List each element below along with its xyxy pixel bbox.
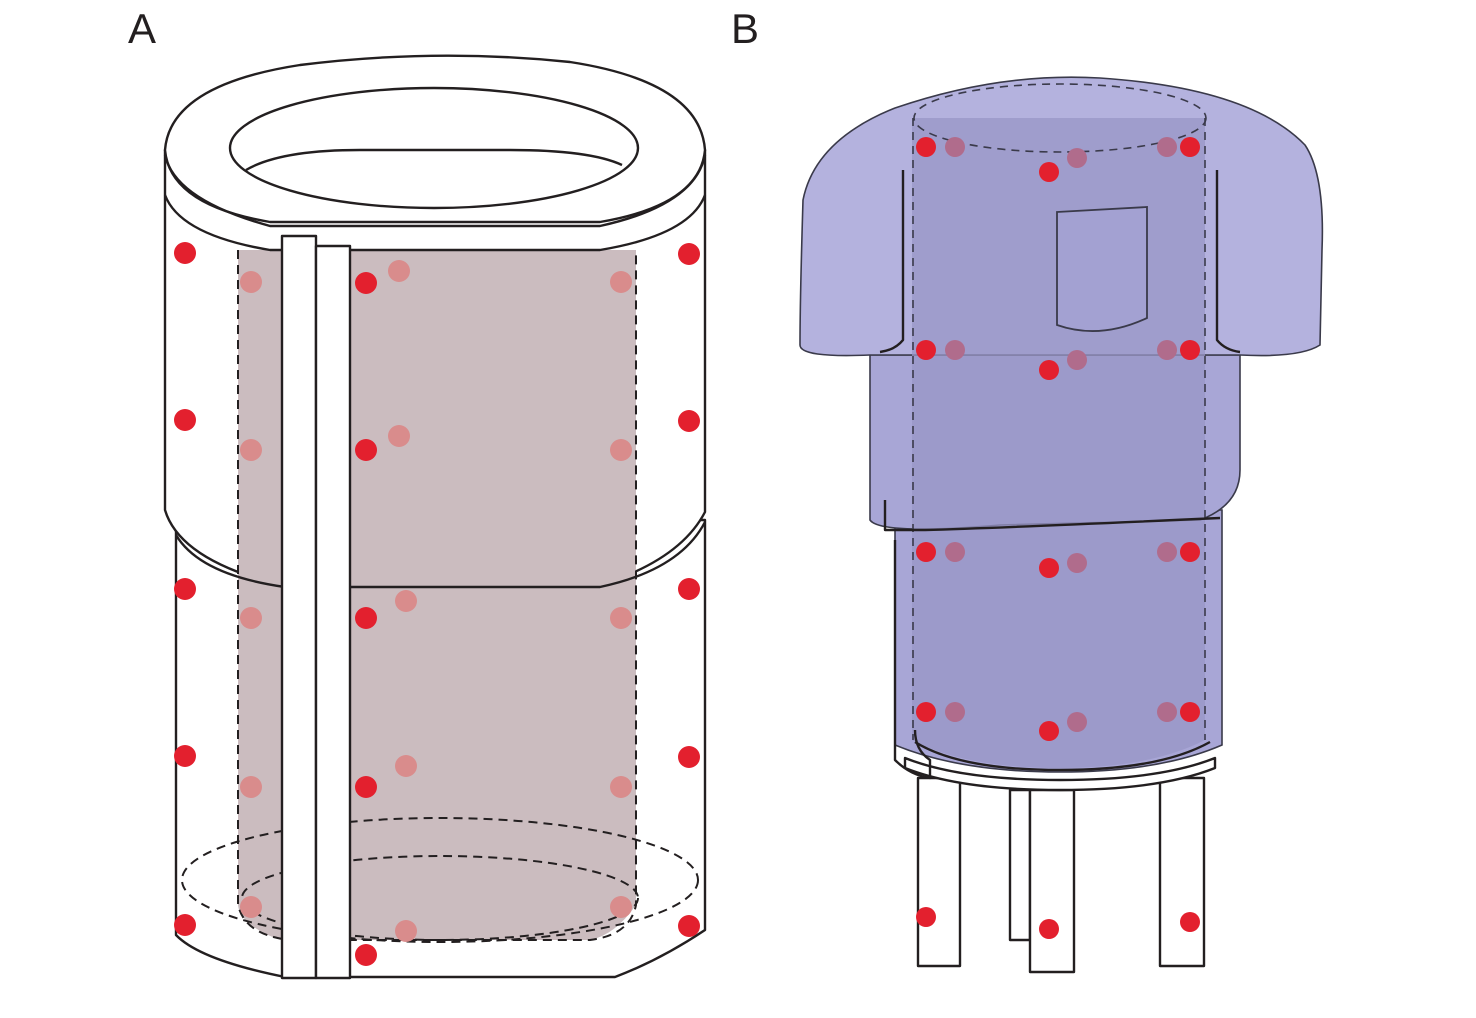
sensor-marker-hidden (240, 271, 262, 293)
pocket (1056, 206, 1148, 332)
sensor-marker-hidden (945, 702, 965, 722)
sensor-marker-hidden (240, 607, 262, 629)
rim-opening-outer (228, 86, 640, 210)
panel-b-markers (916, 137, 1200, 939)
panel-b-assembly (799, 76, 1324, 974)
sensor-marker (916, 137, 936, 157)
bottom-dashed-ellipse-inner (241, 855, 639, 941)
sensor-marker-hidden (388, 260, 410, 282)
rim-band (163, 194, 707, 252)
leg-1 (916, 776, 962, 968)
sensor-marker-hidden (240, 896, 262, 918)
sensor-marker-hidden (1067, 712, 1087, 732)
sensor-marker (355, 944, 377, 966)
leg-3 (1028, 788, 1076, 974)
sensor-marker-hidden (610, 271, 632, 293)
sensor-marker-hidden (945, 542, 965, 562)
side-flap-right (1215, 170, 1241, 354)
sensor-marker-hidden (1157, 137, 1177, 157)
sensor-marker-hidden (1067, 148, 1087, 168)
sensor-marker-hidden (388, 425, 410, 447)
sensor-marker (916, 340, 936, 360)
sensor-marker (678, 915, 700, 937)
sensor-marker-hidden (610, 607, 632, 629)
rim-opening-inner (245, 148, 623, 172)
sensor-marker (1180, 912, 1200, 932)
cylinder-bottom-outline (914, 740, 1211, 772)
sensor-marker-hidden (240, 776, 262, 798)
sensor-marker-hidden (1157, 340, 1177, 360)
panel-a-cylinder (163, 54, 707, 980)
side-flap-left (879, 170, 905, 354)
panel-b-label: B (731, 5, 760, 52)
rim-front-edge (163, 154, 707, 228)
sensor-marker-hidden (945, 340, 965, 360)
sensor-marker-hidden (240, 439, 262, 461)
shell-seam (883, 500, 1221, 532)
leg-4 (1158, 776, 1206, 968)
sensor-marker (174, 914, 196, 936)
sensor-marker (174, 745, 196, 767)
cylinder-top-dashed (913, 83, 1207, 153)
sensor-marker-hidden (395, 920, 417, 942)
sensor-marker (1180, 542, 1200, 562)
sensor-marker-hidden (1157, 542, 1177, 562)
sensor-marker (174, 242, 196, 264)
sensor-marker (1180, 137, 1200, 157)
sensor-marker (1039, 360, 1059, 380)
sensor-marker-hidden (1067, 553, 1087, 573)
leg-2 (1008, 788, 1032, 942)
base-plate (903, 756, 1217, 792)
sensor-marker (174, 409, 196, 431)
sensor-marker (678, 746, 700, 768)
sensor-marker (355, 776, 377, 798)
sensor-marker (174, 578, 196, 600)
sensor-marker (1039, 162, 1059, 182)
sensor-marker (355, 607, 377, 629)
section-seam (174, 521, 707, 589)
panel-a-label: A (128, 5, 157, 52)
vertical-bar-left (280, 234, 318, 980)
sensor-marker (1039, 721, 1059, 741)
lower-skirt-edge (893, 540, 932, 780)
sensor-marker (355, 272, 377, 294)
sensor-marker (678, 243, 700, 265)
sensor-marker (1039, 558, 1059, 578)
sensor-marker-hidden (610, 896, 632, 918)
sensor-marker-hidden (610, 776, 632, 798)
sensor-marker (916, 702, 936, 722)
bottom-dashed-ellipse-outer (181, 817, 699, 943)
vertical-bar-right (314, 244, 352, 980)
sensor-marker-hidden (945, 137, 965, 157)
panel-a-markers (174, 242, 700, 966)
sensor-marker (355, 439, 377, 461)
sensor-marker-hidden (395, 590, 417, 612)
sensor-marker-hidden (1067, 350, 1087, 370)
sensor-marker (916, 907, 936, 927)
sensor-marker-hidden (1157, 702, 1177, 722)
inner-dashed-outline (237, 250, 637, 941)
sensor-marker-hidden (610, 439, 632, 461)
sensor-marker-hidden (395, 755, 417, 777)
sensor-marker (1180, 702, 1200, 722)
sensor-marker (916, 542, 936, 562)
sensor-marker (678, 410, 700, 432)
sensor-marker (1180, 340, 1200, 360)
sensor-marker (1039, 919, 1059, 939)
sensor-marker (678, 578, 700, 600)
